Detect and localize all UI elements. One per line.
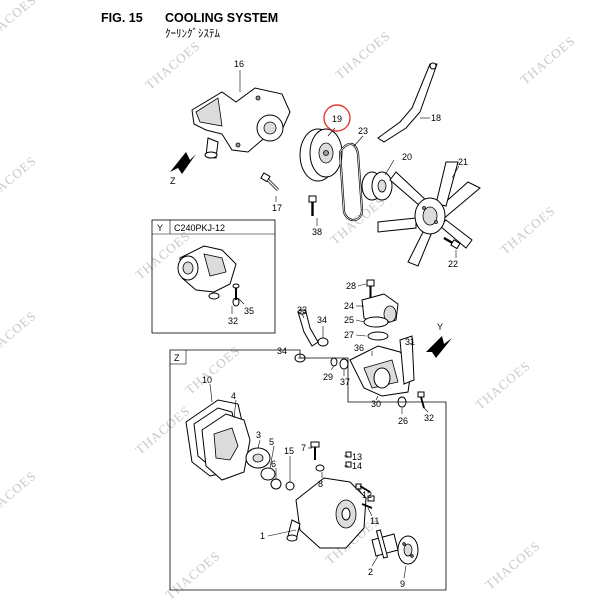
water-pump-housing <box>191 87 291 159</box>
watermark: THACOES <box>132 403 193 458</box>
part-number-2: 2 <box>368 567 373 577</box>
figure-number: FIG. 15 <box>101 11 143 25</box>
part-number-34: 34 <box>317 315 327 325</box>
part-number-38: 38 <box>312 227 322 237</box>
thermostat-group <box>294 279 425 409</box>
fan-pulley <box>299 128 343 182</box>
leader-lines-z <box>209 383 407 579</box>
part-number-23: 23 <box>358 126 368 136</box>
part-number-1: 1 <box>260 531 265 541</box>
part-number-9: 9 <box>400 579 405 589</box>
v-belt <box>338 142 364 222</box>
part-number-35: 35 <box>244 306 254 316</box>
watermark: THACOES <box>0 0 39 46</box>
watermark: THACOES <box>0 308 39 363</box>
part-number-31: 31 <box>405 337 415 347</box>
adjusting-bar <box>377 62 438 143</box>
fan-bolt <box>443 236 461 250</box>
detail-box-z: Z <box>169 349 447 591</box>
part-number-28: 28 <box>346 281 356 291</box>
detail-box-y-letter: Y <box>157 223 163 233</box>
detail-box-y-model: C240PKJ-12 <box>174 223 225 233</box>
watermark: THACOES <box>0 468 39 523</box>
part-number-18: 18 <box>431 113 441 123</box>
part-number-15: 15 <box>284 446 294 456</box>
view-arrow-y: Y <box>426 322 452 358</box>
part-number-12: 12 <box>362 490 372 500</box>
watermark: THACOES <box>482 538 543 593</box>
watermark-layer: THACOES THACOES THACOES THACOES THACOES … <box>0 0 578 600</box>
view-arrow-z: Z <box>170 152 196 186</box>
watermark: THACOES <box>162 548 223 600</box>
part-number-25: 25 <box>344 315 354 325</box>
part-number-29: 29 <box>323 372 333 382</box>
part-number-10: 10 <box>202 375 212 385</box>
figure-subtitle: ｸｰﾘﾝｸﾞｼｽﾃﾑ <box>165 27 220 40</box>
watermark: THACOES <box>517 33 578 88</box>
detail-box-z-letter: Z <box>174 353 180 363</box>
part-number-17: 17 <box>272 203 282 213</box>
part-number-19: 19 <box>332 114 342 124</box>
part-number-5: 5 <box>269 437 274 447</box>
part-number-27: 27 <box>344 330 354 340</box>
watermark: THACOES <box>182 343 243 398</box>
part-number-22: 22 <box>448 259 458 269</box>
part-number-32: 32 <box>424 413 434 423</box>
part-number-21: 21 <box>458 157 468 167</box>
part-number-11: 11 <box>370 516 379 526</box>
watermark: THACOES <box>142 38 203 93</box>
part-number-7: 7 <box>301 443 306 453</box>
bolt <box>260 172 280 192</box>
part-number-33: 33 <box>297 305 307 315</box>
watermark: THACOES <box>472 358 533 413</box>
arrow-z-label: Z <box>170 176 176 186</box>
part-number-26: 26 <box>398 416 408 426</box>
part-number-30: 30 <box>371 399 381 409</box>
part-number-36: 36 <box>354 343 364 353</box>
part-number-16: 16 <box>234 59 244 69</box>
part-number-20: 20 <box>402 152 412 162</box>
cooling-fan <box>377 161 481 267</box>
part-number-4: 4 <box>231 391 236 401</box>
part-number-34-b: 34 <box>277 346 287 356</box>
part-number-32-y: 32 <box>228 316 238 326</box>
part-number-6: 6 <box>271 459 276 469</box>
arrow-y-label: Y <box>437 322 443 332</box>
small-bolt <box>308 195 317 216</box>
highlight-circle <box>323 104 351 132</box>
watermark: THACOES <box>497 203 558 258</box>
watermark: THACOES <box>332 28 393 83</box>
part-number-13: 13 <box>352 452 362 462</box>
leader-lines-upper <box>239 70 460 258</box>
part-number-8: 8 <box>318 479 323 489</box>
part-number-24: 24 <box>344 301 354 311</box>
watermark: THACOES <box>0 153 39 208</box>
detail-box-y: Y C240PKJ-12 35 32 <box>151 219 276 334</box>
part-number-3: 3 <box>256 430 261 440</box>
part-number-37: 37 <box>340 377 350 387</box>
figure-title: COOLING SYSTEM <box>165 11 279 25</box>
part-number-14: 14 <box>352 461 362 471</box>
fan-spacer <box>361 171 393 201</box>
